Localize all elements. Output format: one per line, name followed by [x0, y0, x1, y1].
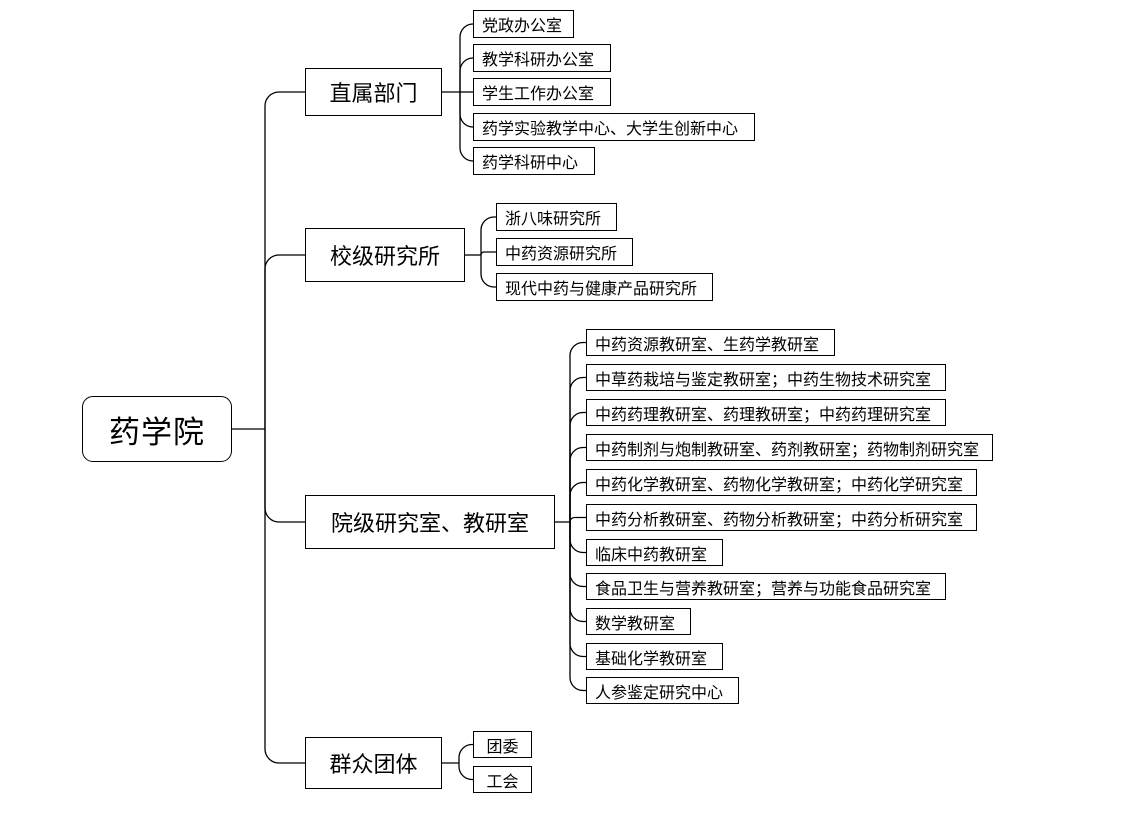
leaf-node-college-labs-8-label: 数学教研室 [595, 613, 676, 633]
connector-college-labs-child-2 [569, 411, 586, 522]
leaf-node-college-labs-3[interactable]: 中药制剂与炮制教研室、药剂教研室；药物制剂研究室 [586, 434, 993, 461]
connector-college-labs-child-10 [569, 522, 586, 692]
leaf-node-university-institutes-0[interactable]: 浙八味研究所 [496, 203, 617, 231]
connector-direct-departments-child-4 [459, 92, 474, 162]
connector-university-institutes-child-2 [480, 255, 496, 288]
leaf-node-college-labs-1-label: 中草药栽培与鉴定教研室；中药生物技术研究室 [595, 369, 932, 389]
connector-college-labs-child-4 [569, 481, 586, 522]
root-node-label: 药学院 [109, 414, 205, 451]
leaf-node-college-labs-8[interactable]: 数学教研室 [586, 608, 691, 635]
branch-node-direct-departments[interactable]: 直属部门 [305, 68, 442, 116]
connector-mass-organizations-child-0 [458, 743, 473, 763]
connector-root-to-university-institutes [264, 254, 305, 429]
leaf-node-direct-departments-4[interactable]: 药学科研中心 [473, 147, 595, 175]
branch-node-university-institutes[interactable]: 校级研究所 [305, 228, 465, 282]
leaf-node-university-institutes-1-label: 中药资源研究所 [505, 244, 618, 263]
leaf-node-college-labs-2-label: 中药药理教研室、药理教研室；中药药理研究室 [595, 404, 932, 424]
leaf-node-college-labs-5[interactable]: 中药分析教研室、药物分析教研室；中药分析研究室 [586, 504, 977, 531]
leaf-node-college-labs-2[interactable]: 中药药理教研室、药理教研室；中药药理研究室 [586, 399, 946, 426]
leaf-node-university-institutes-0-label: 浙八味研究所 [505, 209, 602, 228]
leaf-node-college-labs-4[interactable]: 中药化学教研室、药物化学教研室；中药化学研究室 [586, 469, 977, 496]
connector-direct-departments-child-3 [459, 92, 474, 128]
connector-direct-departments-child-1 [459, 57, 474, 92]
connector-root-to-college-labs [264, 429, 305, 523]
connector-root-to-direct-departments [264, 91, 305, 429]
branch-node-college-labs[interactable]: 院级研究室、教研室 [305, 495, 555, 549]
leaf-node-direct-departments-0-label: 党政办公室 [482, 16, 563, 35]
leaf-node-university-institutes-2[interactable]: 现代中药与健康产品研究所 [496, 273, 713, 301]
leaf-node-mass-organizations-1[interactable]: 工会 [473, 766, 532, 793]
leaf-node-university-institutes-2-label: 现代中药与健康产品研究所 [505, 279, 698, 298]
connector-college-labs-child-1 [569, 376, 586, 522]
connector-college-labs-child-3 [569, 446, 586, 522]
branch-node-university-institutes-label: 校级研究所 [329, 245, 440, 270]
leaf-node-direct-departments-1[interactable]: 教学科研办公室 [473, 44, 611, 72]
leaf-node-college-labs-6-label: 临床中药教研室 [595, 544, 708, 564]
leaf-node-college-labs-3-label: 中药制剂与炮制教研室、药剂教研室；药物制剂研究室 [595, 439, 980, 459]
leaf-node-college-labs-7-label: 食品卫生与营养教研室；营养与功能食品研究室 [595, 578, 932, 598]
leaf-node-direct-departments-1-label: 教学科研办公室 [482, 50, 595, 69]
branch-node-direct-departments-label: 直属部门 [329, 82, 418, 107]
leaf-node-college-labs-7[interactable]: 食品卫生与营养教研室；营养与功能食品研究室 [586, 573, 946, 600]
leaf-node-mass-organizations-0-label: 团委 [486, 736, 519, 756]
branch-node-mass-organizations-label: 群众团体 [329, 753, 418, 778]
leaf-node-college-labs-6[interactable]: 临床中药教研室 [586, 539, 723, 566]
root-node-pharmacy-school[interactable]: 药学院 [82, 396, 232, 462]
branch-node-college-labs-label: 院级研究室、教研室 [330, 512, 529, 537]
leaf-node-direct-departments-2[interactable]: 学生工作办公室 [473, 78, 611, 106]
leaf-node-direct-departments-0[interactable]: 党政办公室 [473, 10, 574, 38]
leaf-node-college-labs-0[interactable]: 中药资源教研室、生药学教研室 [586, 329, 835, 356]
connector-college-labs-child-5 [569, 516, 586, 523]
leaf-node-direct-departments-3[interactable]: 药学实验教学中心、大学生创新中心 [473, 113, 755, 141]
leaf-node-direct-departments-3-label: 药学实验教学中心、大学生创新中心 [482, 119, 739, 138]
leaf-node-college-labs-9[interactable]: 基础化学教研室 [586, 643, 723, 670]
leaf-node-college-labs-4-label: 中药化学教研室、药物化学教研室；中药化学研究室 [595, 474, 964, 494]
leaf-node-direct-departments-4-label: 药学科研中心 [482, 153, 579, 172]
connector-university-institutes-child-0 [480, 216, 496, 255]
leaf-node-university-institutes-1[interactable]: 中药资源研究所 [496, 238, 633, 266]
leaf-node-college-labs-0-label: 中药资源教研室、生药学教研室 [595, 334, 820, 354]
connector-college-labs-child-8 [569, 522, 586, 623]
leaf-node-mass-organizations-0[interactable]: 团委 [473, 731, 532, 758]
leaf-node-college-labs-10[interactable]: 人参鉴定研究中心 [586, 677, 739, 704]
connector-college-labs-child-6 [569, 522, 586, 554]
leaf-node-college-labs-9-label: 基础化学教研室 [595, 648, 708, 668]
connector-college-labs-child-9 [569, 522, 586, 658]
branch-node-mass-organizations[interactable]: 群众团体 [305, 737, 442, 789]
leaf-node-college-labs-1[interactable]: 中草药栽培与鉴定教研室；中药生物技术研究室 [586, 364, 946, 391]
leaf-node-direct-departments-2-label: 学生工作办公室 [482, 84, 595, 103]
connector-college-labs-child-0 [569, 341, 586, 522]
leaf-node-college-labs-5-label: 中药分析教研室、药物分析教研室；中药分析研究室 [595, 509, 964, 529]
leaf-node-mass-organizations-1-label: 工会 [486, 771, 519, 791]
leaf-node-college-labs-10-label: 人参鉴定研究中心 [595, 682, 724, 702]
connector-college-labs-child-7 [569, 522, 586, 588]
connector-direct-departments-child-0 [459, 23, 474, 92]
connector-university-institutes-child-1 [480, 251, 496, 256]
connector-root-to-mass-organizations [264, 429, 305, 764]
connector-mass-organizations-child-1 [458, 763, 473, 781]
